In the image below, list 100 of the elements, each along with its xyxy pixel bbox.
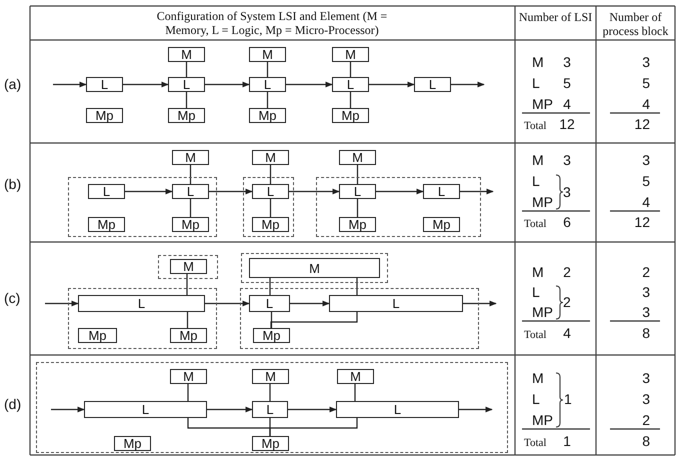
arrow <box>376 188 424 194</box>
component-box: Mp <box>252 217 289 232</box>
table-value: M <box>532 264 545 280</box>
component-box: M <box>332 47 369 62</box>
component-box: Mp <box>114 436 151 451</box>
table-value: 12 <box>633 116 650 132</box>
arrow <box>205 300 250 306</box>
component-box: Mp <box>172 217 209 232</box>
component-box: L <box>88 184 125 199</box>
table-value: 3 <box>641 370 650 386</box>
connector-line <box>270 312 358 328</box>
table-value: 1 <box>562 433 572 449</box>
connector-line <box>356 278 358 295</box>
component-box: M <box>168 47 205 62</box>
table-value: 3 <box>641 304 650 320</box>
row-label: (b) <box>4 176 22 192</box>
table-value: 3 <box>641 152 650 168</box>
arrow <box>451 82 485 88</box>
component-box: M <box>170 369 207 384</box>
connector-line <box>270 165 272 184</box>
arrow <box>459 406 493 412</box>
dashed-group-box <box>240 288 479 349</box>
component-box: L <box>336 401 459 418</box>
table-value: 5 <box>641 173 650 189</box>
table-value: MP <box>532 96 554 112</box>
table-value: L <box>532 173 541 189</box>
table-value: 4 <box>641 194 650 210</box>
table-value: 2 <box>641 264 650 280</box>
table-value: 2 <box>641 412 650 428</box>
table-value: 12 <box>633 214 650 230</box>
arrow <box>125 188 173 194</box>
connector-line <box>186 92 188 108</box>
connector-line <box>190 199 192 217</box>
table-value: 3 <box>562 54 572 70</box>
table-value: L <box>532 391 541 407</box>
connector-line <box>269 418 358 436</box>
component-box: Mp <box>252 436 289 451</box>
connector-line <box>270 312 272 328</box>
dashed-group-box <box>158 255 218 279</box>
component-box: L <box>329 295 463 312</box>
table-value: 5 <box>562 75 572 91</box>
component-box: L <box>168 77 205 92</box>
dashed-group-box <box>316 177 481 237</box>
component-box: Mp <box>339 217 376 232</box>
table-value: 3 <box>562 152 572 168</box>
component-box: Mp <box>88 217 125 232</box>
component-box: L <box>252 184 289 199</box>
connector-line <box>350 62 352 77</box>
table-value: MP <box>532 194 554 210</box>
table-value: 4 <box>641 96 650 112</box>
table-value: MP <box>532 412 554 428</box>
component-box: M <box>249 258 380 278</box>
dashed-group-box <box>243 177 294 237</box>
connector-line <box>190 165 192 184</box>
connector-line <box>354 384 356 401</box>
component-box: Mp <box>423 217 460 232</box>
component-box: M <box>339 150 376 165</box>
arrow <box>209 188 253 194</box>
dashed-group-box <box>241 253 388 283</box>
table-value: M <box>532 370 545 386</box>
component-box: L <box>249 77 286 92</box>
row-label: (d) <box>4 396 22 412</box>
arrow <box>460 188 494 194</box>
component-box: Mp <box>332 108 369 123</box>
table-value: 5 <box>641 75 650 91</box>
dashed-group-box <box>68 288 217 349</box>
component-box: L <box>252 401 288 418</box>
component-box: L <box>249 295 290 312</box>
arrow <box>205 82 250 88</box>
table-value: 2 <box>562 264 572 280</box>
component-box: Mp <box>78 328 117 343</box>
connector-line <box>270 199 272 217</box>
dashed-group-box <box>36 362 508 453</box>
arrow <box>123 82 169 88</box>
component-box: M <box>172 150 209 165</box>
arrow <box>207 406 253 412</box>
component-box: L <box>339 184 376 199</box>
table-value: MP <box>532 304 554 320</box>
arrow <box>286 82 333 88</box>
component-box: L <box>332 77 369 92</box>
total-label: Total <box>524 436 548 451</box>
component-box: M <box>337 369 374 384</box>
connector-line <box>269 278 271 295</box>
component-box: L <box>414 77 451 92</box>
connector-line <box>266 62 268 77</box>
table-value: 1 <box>564 391 573 407</box>
table-value: 3 <box>641 391 650 407</box>
component-box: M <box>252 150 289 165</box>
table-value: 8 <box>641 325 650 341</box>
component-box: M <box>249 47 286 62</box>
total-label: Total <box>524 119 548 134</box>
row-label: (c) <box>4 290 22 306</box>
component-box: Mp <box>86 108 123 123</box>
arrow <box>53 82 87 88</box>
table-value: 3 <box>641 284 650 300</box>
component-box: L <box>423 184 460 199</box>
table-value: 6 <box>562 214 572 230</box>
connector-line <box>187 384 189 401</box>
column-header: Number of LSI <box>518 10 593 24</box>
arrow <box>369 82 415 88</box>
